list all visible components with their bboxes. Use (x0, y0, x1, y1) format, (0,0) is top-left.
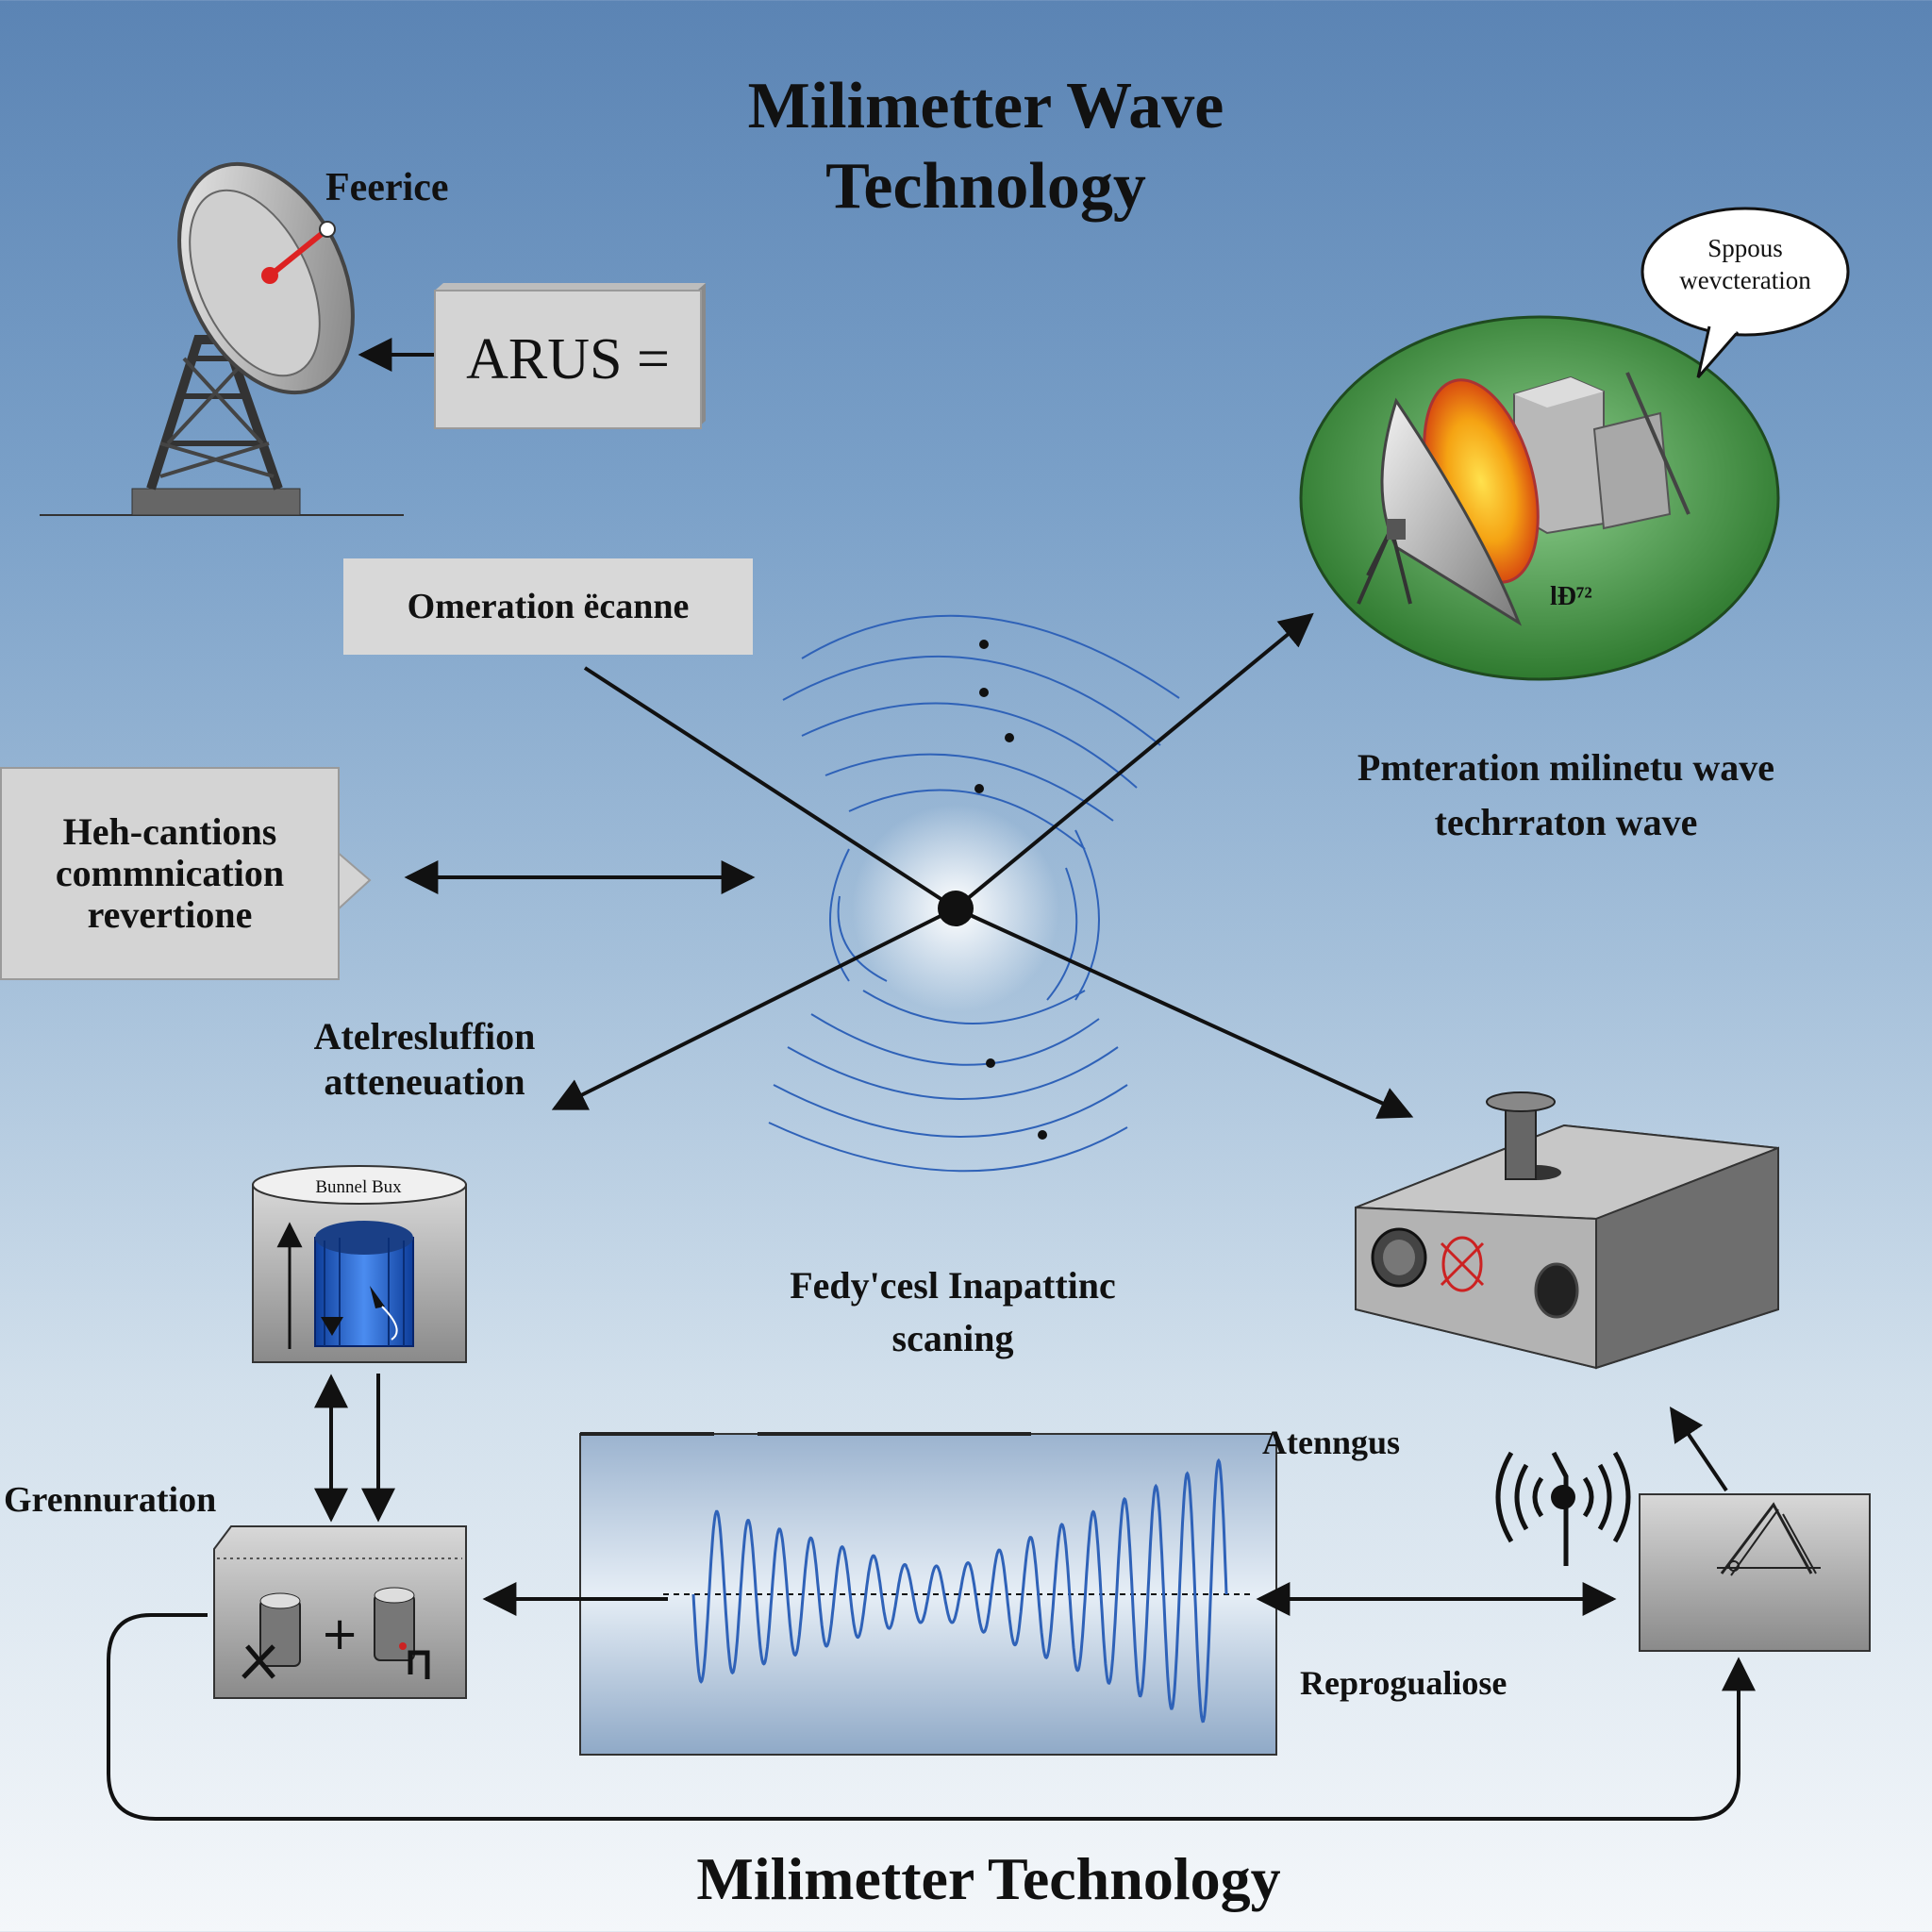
pmteration-label: Pmteration milinetu wave techrraton wave (1264, 741, 1868, 850)
fedy-line1: Fedy'cesl Inapattinc (790, 1264, 1116, 1307)
omeration-label: Omeration ëcanne (407, 587, 690, 626)
waveform-panel (579, 1432, 1277, 1756)
fedy-line2: scaning (891, 1317, 1014, 1359)
arus-box: ARUS = (434, 290, 702, 429)
heh-line3: revertione (87, 893, 253, 936)
pmteration-line1: Pmteration milinetu wave (1357, 746, 1775, 789)
bunnel-label: Bunnel Bux (315, 1177, 402, 1197)
pmteration-line2: techrraton wave (1434, 801, 1698, 843)
atelres-label: Atelresluffion atteneuation (283, 1014, 566, 1105)
label-feerice: Feerice (325, 166, 449, 209)
antenna-icon (1495, 1451, 1631, 1566)
atelres-line1: Atelresluffion (313, 1015, 536, 1058)
signal-box-icon (1639, 1493, 1871, 1652)
fedy-label: Fedy'cesl Inapattinc scaning (698, 1259, 1208, 1365)
speech-bubble-text: Sppous wevcteration (1646, 232, 1844, 296)
heh-line2: commnication (55, 852, 285, 894)
device-box-icon (1355, 1091, 1779, 1370)
reprogualiose-label: Reprogualiose (1300, 1664, 1507, 1702)
satellite-dish-icon (40, 161, 404, 516)
diagram-title-line1: Milimetter Wave (747, 70, 1224, 142)
cylinder-icon (252, 1165, 467, 1363)
waveform-signal (691, 1457, 1228, 1724)
omeration-box: Omeration ëcanne (343, 558, 753, 655)
atenngus-label: Atenngus (1262, 1424, 1401, 1461)
footer-title: Milimetter Technology (696, 1845, 1281, 1912)
lb-label: lÐ⁷² (1550, 582, 1592, 611)
arus-label: ARUS = (466, 326, 670, 391)
radar-ellipse-icon (1299, 315, 1780, 681)
spous-line2: wevcteration (1679, 266, 1811, 294)
atelres-line2: atteneuation (324, 1060, 525, 1103)
heh-box: Heh-cantions commnication revertione (0, 767, 340, 980)
heh-line1: Heh-cantions (62, 810, 277, 853)
spous-line1: Sppous (1707, 234, 1783, 262)
svg-text:+: + (321, 1607, 358, 1660)
grennuration-label: Grennuration (4, 1480, 217, 1520)
diagram-title-line2: Technology (825, 150, 1146, 223)
capacitor-box-icon: + (213, 1525, 467, 1699)
